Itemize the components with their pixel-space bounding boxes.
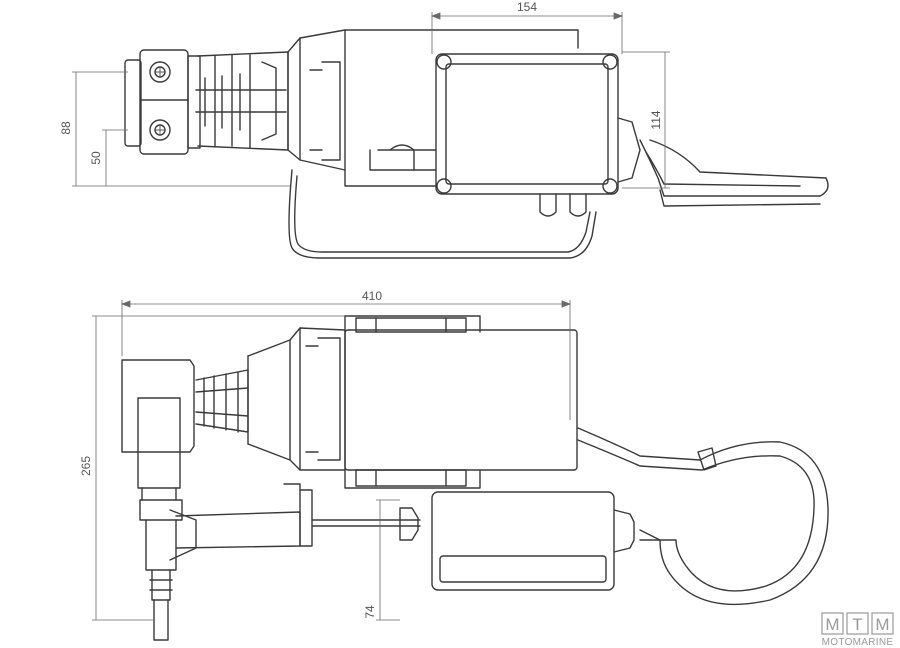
dim-bottom-low: 74: [363, 605, 377, 619]
dim-bottom-length: 410: [362, 289, 382, 303]
top-view: [124, 29, 829, 259]
logo-letter-3: M: [875, 615, 889, 634]
dim-top-axis-height: 50: [89, 151, 103, 165]
dim-top-box-height: 114: [649, 110, 663, 129]
motomarine-logo: M T M MOTOMARINE: [821, 612, 894, 648]
bottom-dimensions: 410 265 74: [79, 289, 572, 621]
dim-top-width: 154: [517, 0, 537, 14]
dim-top-body-height: 88: [59, 121, 73, 135]
logo-letter-2: T: [852, 615, 862, 634]
dim-bottom-height: 265: [79, 456, 93, 476]
bottom-view: [121, 315, 829, 641]
logo-subtitle: MOTOMARINE: [822, 637, 894, 648]
top-dimensions: 154 114 88 50: [59, 0, 670, 189]
logo-letter-1: M: [825, 615, 839, 634]
